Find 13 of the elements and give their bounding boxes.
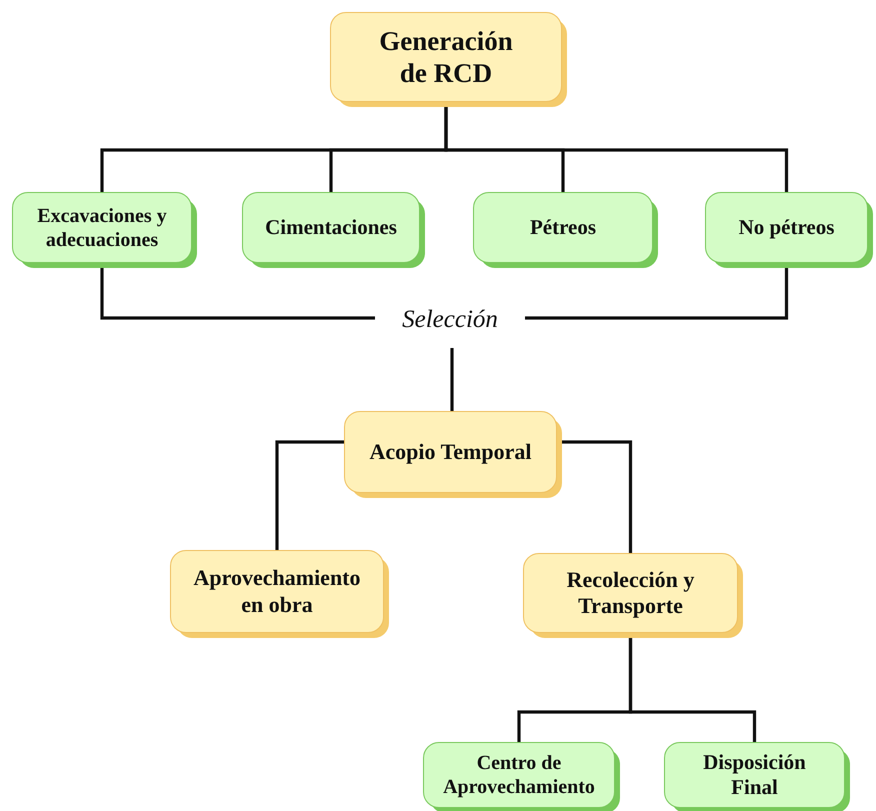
box-label: Acopio Temporal <box>368 438 532 466</box>
box-label: Aprovechamiento en obra <box>192 565 362 618</box>
connector-line <box>450 348 454 411</box>
box-label: Recolección y Transporte <box>566 566 696 620</box>
box-label: Generación de RCD <box>378 24 514 90</box>
box-label: Cimentaciones <box>264 214 398 240</box>
connector-line <box>275 440 344 550</box>
box-label: Centro de Aprovechamiento <box>442 751 596 799</box>
box-label: Excavaciones y adecuaciones <box>36 204 168 252</box>
box-label: Disposición Final <box>702 750 807 800</box>
step-label: Selección <box>401 305 499 335</box>
box-label: Pétreos <box>528 214 598 240</box>
box-label: No pétreos <box>738 214 836 240</box>
